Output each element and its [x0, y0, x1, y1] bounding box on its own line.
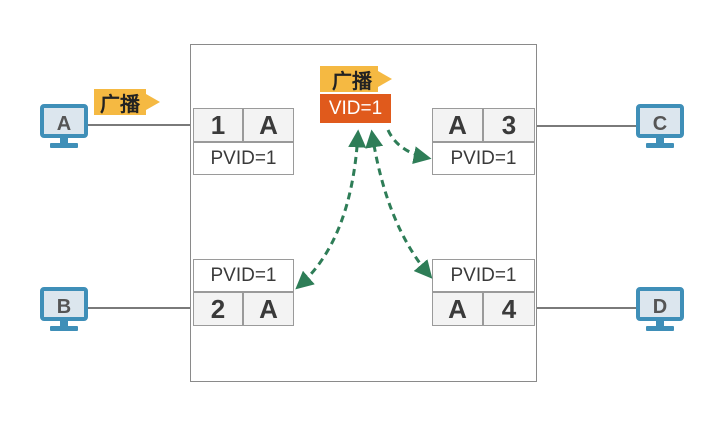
port4-number: 4 [483, 292, 535, 326]
link-b-port2 [88, 307, 190, 309]
arrow-right-icon [378, 71, 392, 87]
port4-vlan: A [432, 292, 483, 326]
host-c-monitor-icon: C [636, 104, 684, 148]
port2-number: 2 [193, 292, 243, 326]
host-b-label: B [57, 296, 71, 318]
arrow-right-icon [146, 94, 160, 110]
broadcast-label: 广播 [94, 89, 146, 116]
port2-vlan: A [243, 292, 294, 326]
flow-arrow-port2 [295, 129, 367, 290]
host-a-label: A [57, 113, 71, 135]
host-a-monitor-icon: A [40, 104, 88, 148]
link-c-port3 [537, 125, 640, 127]
port1-pvid: PVID=1 [193, 142, 294, 175]
port1-number: 1 [193, 108, 243, 142]
broadcast-tag-switch: 广播 [320, 66, 392, 93]
vid-label: VID=1 [320, 94, 391, 123]
port3-number: 3 [483, 108, 535, 142]
port2-pvid: PVID=1 [193, 259, 294, 292]
host-d-monitor-icon: D [636, 287, 684, 331]
broadcast-label-switch: 广播 [320, 66, 378, 93]
flow-arrow-port3 [386, 129, 432, 164]
link-a-port1 [88, 124, 190, 126]
host-c-label: C [653, 113, 667, 135]
port3-vlan: A [432, 108, 483, 142]
host-d-label: D [653, 296, 667, 318]
port4-pvid: PVID=1 [432, 259, 535, 292]
link-d-port4 [537, 307, 640, 309]
port3-pvid: PVID=1 [432, 142, 535, 175]
host-b-monitor-icon: B [40, 287, 88, 331]
port1-vlan: A [243, 108, 294, 142]
broadcast-tag-ingress: 广播 [94, 89, 160, 116]
flow-arrow-port4 [365, 129, 433, 279]
